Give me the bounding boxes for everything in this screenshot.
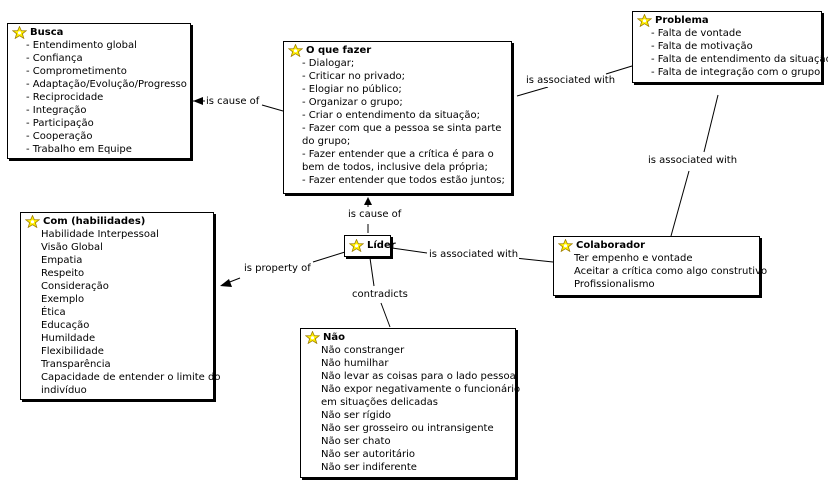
yellow-star-icon	[558, 239, 573, 252]
concept-item: Educação	[41, 320, 90, 331]
link-label-oqf-problema[interactable]: is associated with	[525, 75, 617, 87]
concept-title: Com (habilidades)	[43, 216, 146, 227]
link-label-lider-com[interactable]: is property of	[243, 263, 312, 275]
link-line-lider-nao-2	[380, 302, 391, 328]
yellow-star-icon	[25, 215, 40, 228]
concept-item: Humildade	[41, 333, 96, 344]
yellow-star-icon	[12, 26, 27, 39]
concept-item: Não constranger	[321, 345, 405, 356]
concept-item: - Reciprocidade	[26, 92, 104, 103]
concept-item: Habilidade Interpessoal	[41, 229, 159, 240]
concept-item: Não ser rígido	[321, 410, 392, 421]
concept-lider[interactable]: Líder	[344, 235, 396, 257]
concept-item: - Fazer entender que a crítica é para o	[302, 149, 494, 160]
concept-item: em situações delicadas	[321, 397, 438, 408]
concept-item: Não ser indiferente	[321, 462, 417, 473]
link-line-lider-colaborador	[391, 247, 428, 254]
concept-item: - Dialogar;	[302, 58, 355, 69]
concept-item: Consideração	[41, 281, 109, 292]
yellow-star-icon	[637, 14, 652, 27]
concept-title: Não	[323, 332, 345, 343]
concept-item: - Organizar o grupo;	[302, 97, 403, 108]
concept-title: Problema	[655, 15, 709, 26]
link-line-lider-com	[312, 251, 346, 263]
arrowhead-busca	[193, 97, 203, 105]
link-line-lider-colaborador-2	[514, 257, 554, 263]
concept-item: - Criticar no privado;	[302, 71, 406, 82]
arrowhead-com	[220, 279, 232, 287]
concept-item: Não ser autoritário	[321, 449, 416, 460]
concept-item: Ter empenho e vontade	[574, 253, 693, 264]
concept-item: Profissionalismo	[574, 279, 655, 290]
link-line-problema-colaborador	[703, 94, 719, 153]
concept-item: Não ser chato	[321, 436, 391, 447]
concept-item: - Comprometimento	[26, 66, 127, 77]
concept-item: - Adaptação/Evolução/Progresso	[26, 79, 187, 90]
concept-item: - Trabalho em Equipe	[26, 144, 132, 155]
concept-title: O que fazer	[306, 45, 372, 56]
link-line-oqf-problema	[516, 86, 549, 97]
concept-nao[interactable]: Não Não constranger Não humilhar Não lev…	[300, 328, 521, 478]
concept-item: Visão Global	[41, 242, 103, 253]
concept-item: - Falta de motivação	[651, 41, 753, 52]
concept-item: indivíduo	[41, 385, 87, 396]
concept-item: Exemplo	[41, 294, 85, 305]
link-line-oqf-busca	[261, 104, 284, 112]
concept-item: Flexibilidade	[41, 346, 104, 357]
link-label-problema-colaborador[interactable]: is associated with	[647, 155, 739, 167]
concept-item: bem de todos, inclusive dela própria;	[302, 162, 488, 173]
link-line-problema-colaborador-2	[670, 170, 690, 237]
concept-item: Transparência	[41, 359, 111, 370]
link-label-lider-colaborador[interactable]: is associated with	[428, 249, 520, 261]
link-line-lider-nao	[369, 257, 375, 287]
concept-item: - Elogiar no público;	[302, 84, 402, 95]
concept-item: Empatia	[41, 255, 83, 266]
concept-title: Líder	[367, 240, 396, 251]
concept-problema[interactable]: Problema - Falta de vontade - Falta de m…	[632, 11, 828, 83]
link-label-lider-nao[interactable]: contradicts	[351, 289, 409, 301]
concept-busca[interactable]: Busca - Entendimento global - Confiança …	[7, 23, 191, 159]
arrowhead-oqf	[364, 197, 372, 205]
concept-item: Aceitar a crítica como algo construtivo	[574, 266, 768, 277]
concept-item: Não levar as coisas para o lado pessoal	[321, 371, 519, 382]
concept-item: - Cooperação	[26, 131, 93, 142]
concept-item: Ética	[41, 307, 66, 318]
concept-item: Respeito	[41, 268, 85, 279]
concept-item: Não expor negativamente o funcionário	[321, 384, 521, 395]
concept-item: Não ser grosseiro ou intransigente	[321, 423, 494, 434]
yellow-star-icon	[288, 44, 303, 57]
yellow-star-icon	[305, 331, 320, 344]
yellow-star-icon	[349, 239, 364, 252]
concept-item: - Participação	[26, 118, 94, 129]
concept-item: - Falta de vontade	[651, 28, 742, 39]
concept-item: - Fazer entender que todos estão juntos;	[302, 175, 505, 186]
concept-item: Capacidade de entender o limite do	[41, 372, 221, 383]
concept-colaborador[interactable]: Colaborador Ter empenho e vontade Aceita…	[553, 236, 768, 296]
link-label-lider-oqf[interactable]: is cause of	[347, 209, 403, 221]
concept-item: - Entendimento global	[26, 40, 137, 51]
concept-item: - Fazer com que a pessoa se sinta parte	[302, 123, 502, 134]
concept-o-que-fazer[interactable]: O que fazer - Dialogar; - Criticar no pr…	[283, 41, 512, 194]
concept-item: - Criar o entendimento da situação;	[302, 110, 480, 121]
concept-title: Busca	[30, 27, 64, 38]
concept-item: - Falta de entendimento da situação	[651, 54, 828, 65]
link-line-oqf-problema-2	[605, 65, 633, 75]
concept-item: Não humilhar	[321, 358, 389, 369]
concept-item: - Falta de integração com o grupo	[651, 67, 821, 78]
concept-item: - Confiança	[26, 53, 83, 64]
concept-title: Colaborador	[576, 240, 646, 251]
concept-item: - Integração	[26, 105, 87, 116]
concept-com-habilidades[interactable]: Com (habilidades) Habilidade Interpessoa…	[20, 212, 221, 400]
concept-item: do grupo;	[302, 136, 351, 147]
link-label-oqf-busca[interactable]: is cause of	[205, 96, 261, 108]
